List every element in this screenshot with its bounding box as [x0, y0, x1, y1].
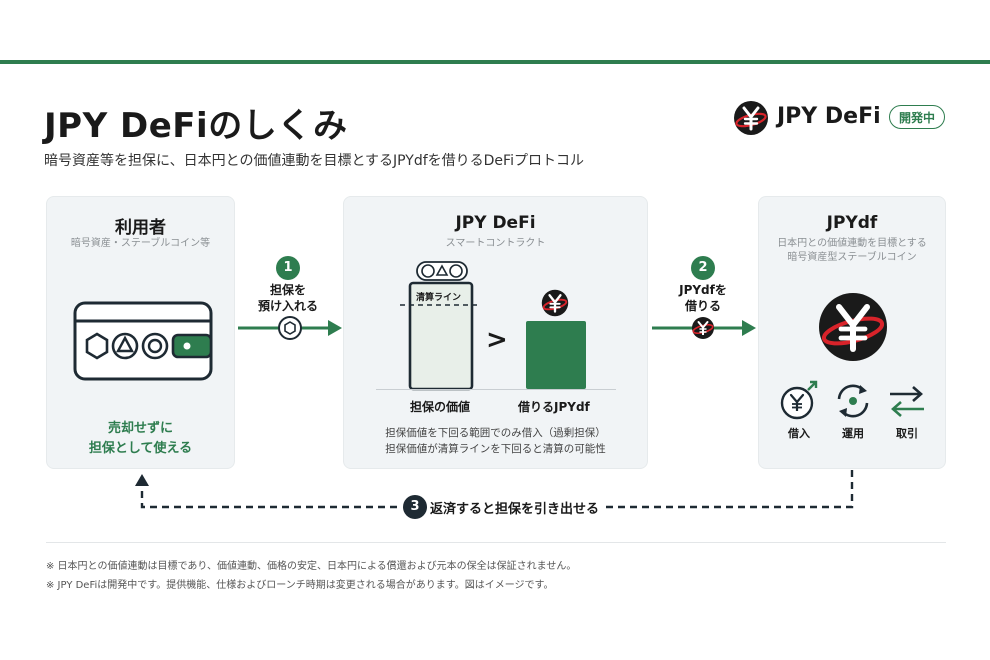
- collateral-tokens-icon: [416, 261, 468, 281]
- borrowed-jpydf-label: 借りるJPYdf: [518, 400, 590, 414]
- step-3-label: 返済すると担保を引き出せる: [430, 502, 600, 517]
- yen-growth-icon: [780, 380, 818, 420]
- defi-panel: JPY DeFi スマートコントラクト 清算ライン > 担保の価値 借りるJPY…: [343, 196, 648, 469]
- status-badge: 開発中: [889, 105, 945, 129]
- action-label-trade: 取引: [896, 427, 918, 440]
- jpydf-subtitle-line1: 日本円との価値連動を目標とする: [777, 238, 927, 249]
- baseline: [376, 389, 616, 390]
- user-panel-subtitle: 暗号資産・ステーブルコイン等: [70, 238, 211, 249]
- footnote-2: ※ JPY DeFiは開発中です。提供機能、仕様およびローンチ時期は変更される場…: [46, 580, 554, 591]
- step-3-number: 3: [403, 495, 427, 519]
- wallet-icon: [73, 301, 213, 381]
- jpydf-panel-subtitle: 日本円との価値連動を目標とする 暗号資産型ステーブルコイン: [759, 237, 945, 265]
- brand-name: JPY DeFi: [777, 104, 881, 129]
- user-footer-line2: 担保として使える: [88, 441, 193, 456]
- step-2-label: JPYdfを 借りる: [667, 282, 739, 314]
- jpydf-panel: JPYdf 日本円との価値連動を目標とする 暗号資産型ステーブルコイン 借入 運…: [758, 196, 946, 469]
- jpydf-panel-title: JPYdf: [826, 213, 878, 233]
- step-1-number: 1: [276, 256, 300, 280]
- page-title: JPY DeFiのしくみ: [44, 106, 348, 146]
- comparison-symbol: >: [486, 325, 508, 355]
- borrowed-jpydf-block: [526, 321, 586, 389]
- footnote-1: ※ 日本円との価値連動は目標であり、価値連動、価格の安定、日本円による償還および…: [46, 561, 577, 572]
- jpydf-coin-icon: [541, 289, 569, 317]
- top-accent-bar: [0, 60, 990, 64]
- defi-panel-title: JPY DeFi: [455, 213, 536, 233]
- step-2-label-line1: JPYdfを: [679, 283, 727, 297]
- jpy-defi-logo-icon: [734, 101, 768, 135]
- cycle-icon: [837, 384, 869, 418]
- user-footer-line1: 売却せずに: [107, 421, 173, 436]
- defi-panel-subtitle: スマートコントラクト: [445, 238, 546, 249]
- defi-note-line2: 担保価値が清算ラインを下回ると清算の可能性: [385, 443, 606, 455]
- jpydf-large-logo-icon: [819, 293, 887, 361]
- footnote-divider: [46, 542, 946, 543]
- user-panel-title: 利用者: [115, 218, 166, 238]
- action-label-operate: 運用: [842, 427, 864, 440]
- defi-note-line1: 担保価値を下回る範囲でのみ借入（過剰担保）: [385, 427, 606, 439]
- user-panel: 利用者 暗号資産・ステーブルコイン等 売却せずに 担保として使える: [46, 196, 235, 469]
- page-subtitle: 暗号資産等を担保に、日本円との価値連動を目標とするJPYdfを借りるDeFiプロ…: [44, 153, 584, 169]
- step-2-label-line2: 借りる: [684, 299, 721, 313]
- step-2-number: 2: [691, 256, 715, 280]
- jpydf-subtitle-line2: 暗号資産型ステーブルコイン: [787, 252, 917, 263]
- step-1-label-line1: 担保を: [269, 283, 306, 297]
- collateral-value-label: 担保の価値: [410, 400, 471, 414]
- step-1-label-line2: 預け入れる: [257, 299, 318, 313]
- step-1-label: 担保を 預け入れる: [252, 282, 324, 314]
- step-1-arrow: [238, 316, 342, 340]
- liquidation-line-label: 清算ライン: [416, 293, 462, 303]
- step-2-arrow: [652, 317, 756, 339]
- exchange-arrows-icon: [890, 386, 924, 417]
- action-label-borrow: 借入: [788, 427, 810, 440]
- brand-header: JPY DeFi 開発中: [733, 100, 953, 136]
